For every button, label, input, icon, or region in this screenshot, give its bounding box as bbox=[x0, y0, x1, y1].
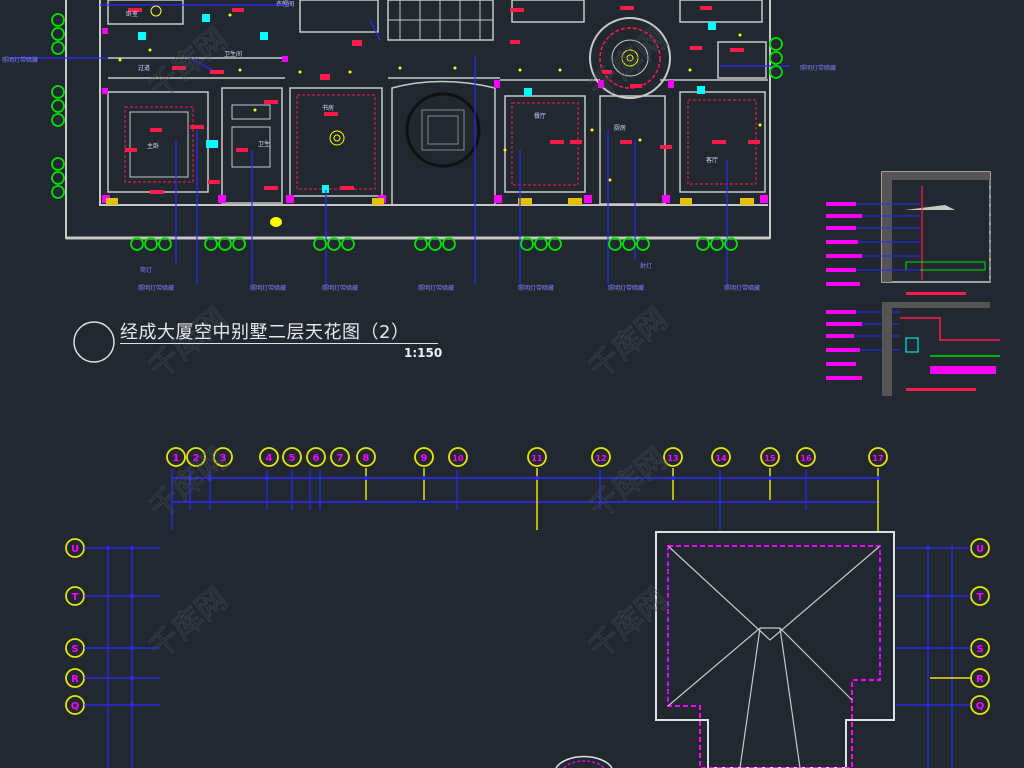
svg-text:衣帽间: 衣帽间 bbox=[276, 0, 294, 8]
grid-row-label: R bbox=[71, 674, 79, 685]
grid-row-label: Q bbox=[71, 701, 80, 712]
grid-column-label: 9 bbox=[421, 453, 428, 464]
svg-text:照明灯带暗藏: 照明灯带暗藏 bbox=[418, 284, 454, 292]
grid-column-label: 12 bbox=[595, 454, 606, 463]
grid-column-label: 15 bbox=[764, 454, 776, 463]
svg-text:照明灯带暗藏: 照明灯带暗藏 bbox=[608, 284, 644, 292]
grid-row-label: T bbox=[72, 592, 79, 603]
watermark-text: 千库网 bbox=[143, 581, 234, 666]
svg-text:射灯: 射灯 bbox=[640, 262, 652, 270]
svg-text:照明灯带暗藏: 照明灯带暗藏 bbox=[724, 284, 760, 292]
svg-text:过道: 过道 bbox=[138, 64, 150, 72]
grid-column-label: 7 bbox=[337, 453, 344, 464]
grid-row-label: U bbox=[71, 544, 79, 555]
grid-column-label: 11 bbox=[531, 454, 543, 463]
watermark-text: 千库网 bbox=[583, 581, 674, 666]
svg-text:卫生: 卫生 bbox=[258, 140, 270, 148]
drawing-title: 经成大厦空中别墅二层天花图（2） bbox=[120, 322, 410, 343]
svg-text:厨房: 厨房 bbox=[614, 124, 626, 132]
drawing-scale: 1:150 bbox=[404, 346, 443, 360]
grid-column-label: 17 bbox=[872, 454, 883, 463]
svg-text:照明灯带暗藏: 照明灯带暗藏 bbox=[2, 56, 38, 64]
grid-row-label: U bbox=[976, 544, 984, 555]
grid-column-label: 3 bbox=[220, 453, 227, 464]
grid-column-label: 16 bbox=[800, 454, 812, 463]
svg-text:照明灯带暗藏: 照明灯带暗藏 bbox=[322, 284, 358, 292]
svg-text:书房: 书房 bbox=[322, 104, 334, 112]
svg-text:客厅: 客厅 bbox=[706, 156, 718, 164]
grid-column-label: 8 bbox=[363, 453, 370, 464]
grid-column-label: 13 bbox=[667, 454, 678, 463]
watermark-text: 千库网 bbox=[143, 21, 234, 106]
svg-text:照明灯带暗藏: 照明灯带暗藏 bbox=[518, 284, 554, 292]
svg-text:主卧: 主卧 bbox=[147, 142, 159, 150]
svg-text:卧室: 卧室 bbox=[126, 10, 138, 18]
svg-text:照明灯带暗藏: 照明灯带暗藏 bbox=[250, 284, 286, 292]
svg-text:筒灯: 筒灯 bbox=[140, 266, 152, 274]
svg-text:照明灯带暗藏: 照明灯带暗藏 bbox=[800, 64, 836, 72]
watermark-text: 千库网 bbox=[583, 301, 674, 386]
grid-row-label: Q bbox=[976, 701, 985, 712]
watermark-text: 千库网 bbox=[583, 21, 674, 106]
svg-text:照明灯带暗藏: 照明灯带暗藏 bbox=[138, 284, 174, 292]
svg-text:卫生间: 卫生间 bbox=[224, 50, 242, 58]
grid-row-label: T bbox=[977, 592, 984, 603]
title-circle bbox=[73, 321, 115, 363]
grid-column-label: 2 bbox=[193, 453, 200, 464]
grid-column-label: 6 bbox=[313, 453, 320, 464]
svg-text:餐厅: 餐厅 bbox=[534, 112, 546, 120]
grid-column-label: 14 bbox=[715, 454, 727, 463]
grid-row-label: S bbox=[976, 644, 983, 655]
title-underline bbox=[120, 343, 438, 344]
grid-column-label: 5 bbox=[289, 453, 296, 464]
grid-column-label: 4 bbox=[266, 453, 273, 464]
grid-column-label: 1 bbox=[173, 453, 180, 464]
grid-row-label: R bbox=[976, 674, 984, 685]
section-detail bbox=[826, 171, 1000, 396]
grid-row-label: S bbox=[71, 644, 78, 655]
grid-column-label: 10 bbox=[452, 454, 464, 463]
